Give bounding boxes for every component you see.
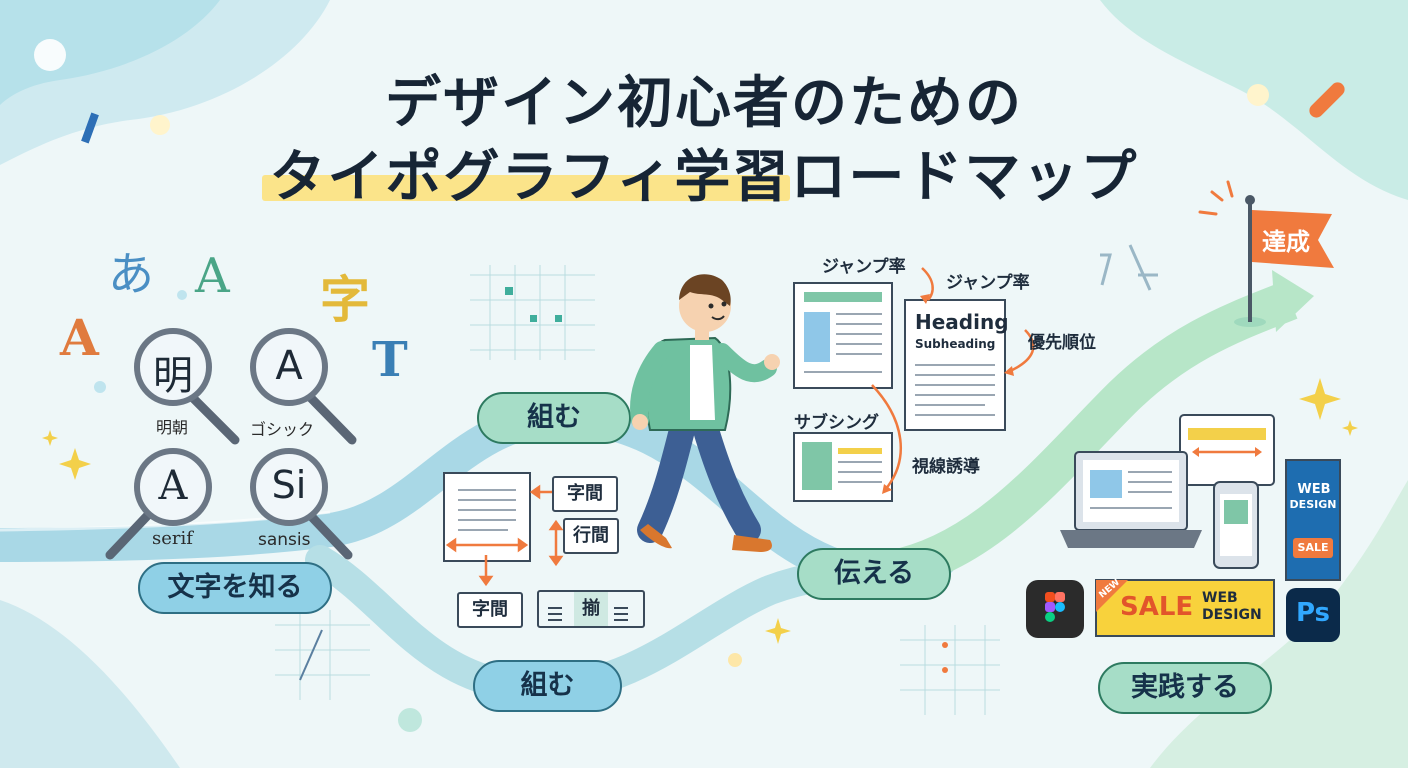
lens-label-serif: serif	[152, 528, 193, 549]
label-eye-guidance: 視線誘導	[912, 457, 980, 477]
decor-glyph-a-latin: A	[195, 248, 230, 304]
lens-label-mincho: 明朝	[156, 418, 189, 437]
wide-banner-web: WEB	[1202, 590, 1238, 606]
lens-glyph-sans: Si	[271, 463, 307, 507]
banner-web: WEB	[1297, 482, 1331, 497]
box-kerning-2: 字間	[457, 592, 523, 628]
decor-glyph-a-orange: A	[60, 308, 99, 367]
decor-glyph-t: T	[372, 332, 408, 388]
label-jump-rate-1: ジャンプ率	[822, 257, 906, 277]
label-priority: 優先順位	[1028, 333, 1096, 353]
page-title-line2: タイポグラフィ学習ロードマップ	[269, 145, 1139, 210]
lens-label-sans: sansis	[258, 530, 311, 550]
wide-banner-design: DESIGN	[1202, 607, 1262, 623]
banner-sale: SALE	[1297, 541, 1329, 554]
stage-practice: 実践する	[1098, 662, 1272, 714]
lens-glyph-mincho: 明	[153, 353, 193, 399]
lens-glyph-gothic: A	[275, 343, 303, 389]
box-kerning-1: 字間	[552, 476, 618, 512]
lens-glyph-serif: A	[158, 463, 188, 509]
box-leading: 行間	[563, 518, 619, 554]
stage-compose-top: 組む	[477, 392, 631, 444]
label-jump-rate-2: ジャンプ率	[946, 273, 1030, 293]
box-align: 揃	[537, 590, 645, 628]
stage-compose-bottom: 組む	[473, 660, 622, 712]
goal-flag-text: 達成	[1262, 228, 1310, 256]
decor-glyph-a-hiragana: あ	[108, 247, 154, 301]
stage-convey: 伝える	[797, 548, 951, 600]
lens-label-gothic: ゴシック	[250, 420, 315, 439]
photoshop-icon: Ps	[1295, 598, 1331, 628]
align-label: 揃	[574, 592, 608, 626]
decor-glyph-kanji: 字	[320, 270, 370, 329]
page-title-line1: デザイン初心者のための	[385, 71, 1023, 136]
wide-banner-sale: SALE	[1120, 592, 1194, 622]
figma-icon	[1026, 580, 1084, 638]
title-highlight	[262, 175, 790, 201]
label-subsinking: サブシング	[794, 413, 879, 433]
stage-know: 文字を知る	[138, 562, 332, 614]
label-subheading: Subheading	[915, 337, 996, 351]
banner-design: DESIGN	[1289, 498, 1337, 511]
label-heading: Heading	[915, 310, 1009, 334]
